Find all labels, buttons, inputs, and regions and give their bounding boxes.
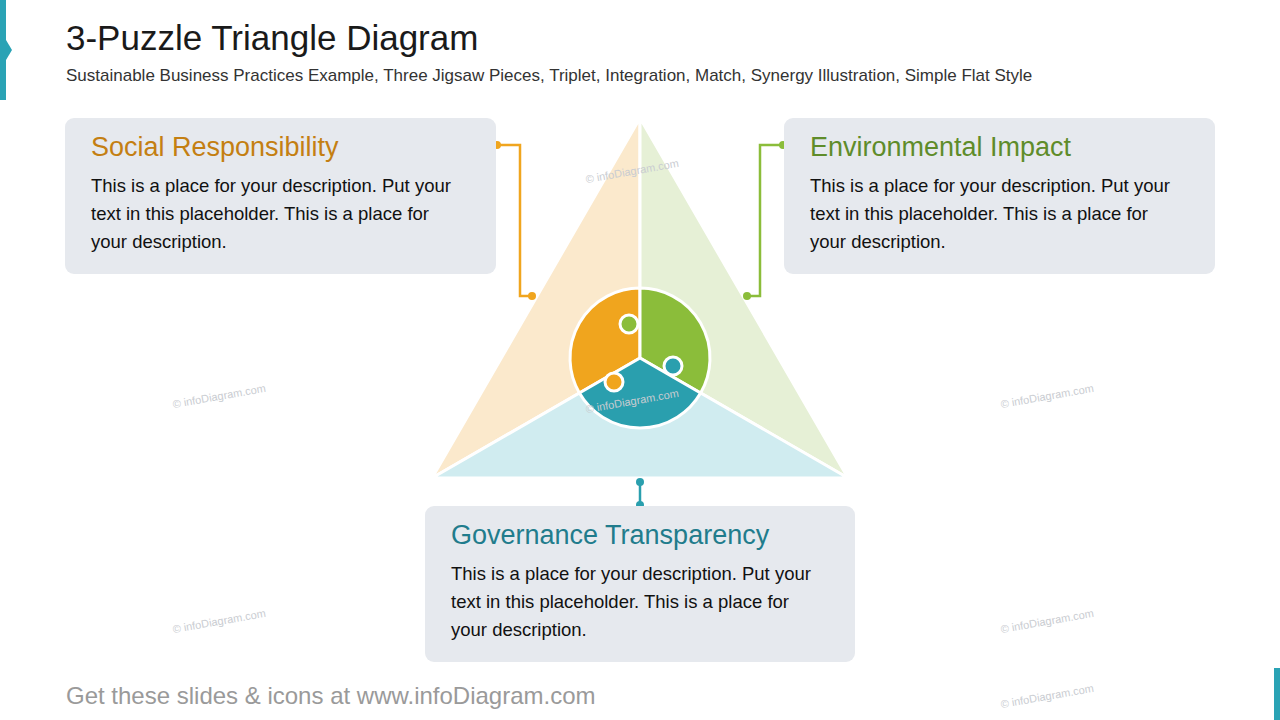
box-description: This is a place for your description. Pu… <box>91 172 470 256</box>
box-description: This is a place for your description. Pu… <box>451 560 829 644</box>
triangle-section <box>432 358 848 478</box>
footer-text: Get these slides & icons at www.infoDiag… <box>66 682 596 710</box>
text-box: Social ResponsibilityThis is a place for… <box>65 118 496 274</box>
leader-line <box>497 145 532 296</box>
box-heading: Environmental Impact <box>810 130 1189 164</box>
leader-dot <box>743 292 751 300</box>
slide-title: 3-Puzzle Triangle Diagram <box>66 18 478 58</box>
leader-line <box>747 145 783 296</box>
accent-arrow <box>6 40 12 60</box>
leader-dot <box>528 292 536 300</box>
watermark: © infoDiagram.com <box>1000 607 1095 635</box>
puzzle-knob <box>620 315 638 333</box>
puzzle-piece <box>579 358 700 428</box>
box-heading: Social Responsibility <box>91 130 470 164</box>
watermark: © infoDiagram.com <box>585 157 680 185</box>
puzzle-knob <box>664 357 682 375</box>
watermark: © infoDiagram.com <box>585 387 680 415</box>
text-box: Environmental ImpactThis is a place for … <box>784 118 1215 274</box>
slide-subtitle: Sustainable Business Practices Example, … <box>66 66 1246 86</box>
accent-bar <box>1274 668 1280 720</box>
watermark: © infoDiagram.com <box>1000 382 1095 410</box>
puzzle-knob <box>605 373 623 391</box>
watermark: © infoDiagram.com <box>172 607 267 635</box>
box-heading: Governance Transparency <box>451 518 829 552</box>
watermark: © infoDiagram.com <box>172 382 267 410</box>
accent-bar <box>0 0 6 100</box>
box-description: This is a place for your description. Pu… <box>810 172 1189 256</box>
watermark: © infoDiagram.com <box>1000 682 1095 710</box>
text-box: Governance TransparencyThis is a place f… <box>425 506 855 662</box>
leader-dot <box>636 478 644 486</box>
